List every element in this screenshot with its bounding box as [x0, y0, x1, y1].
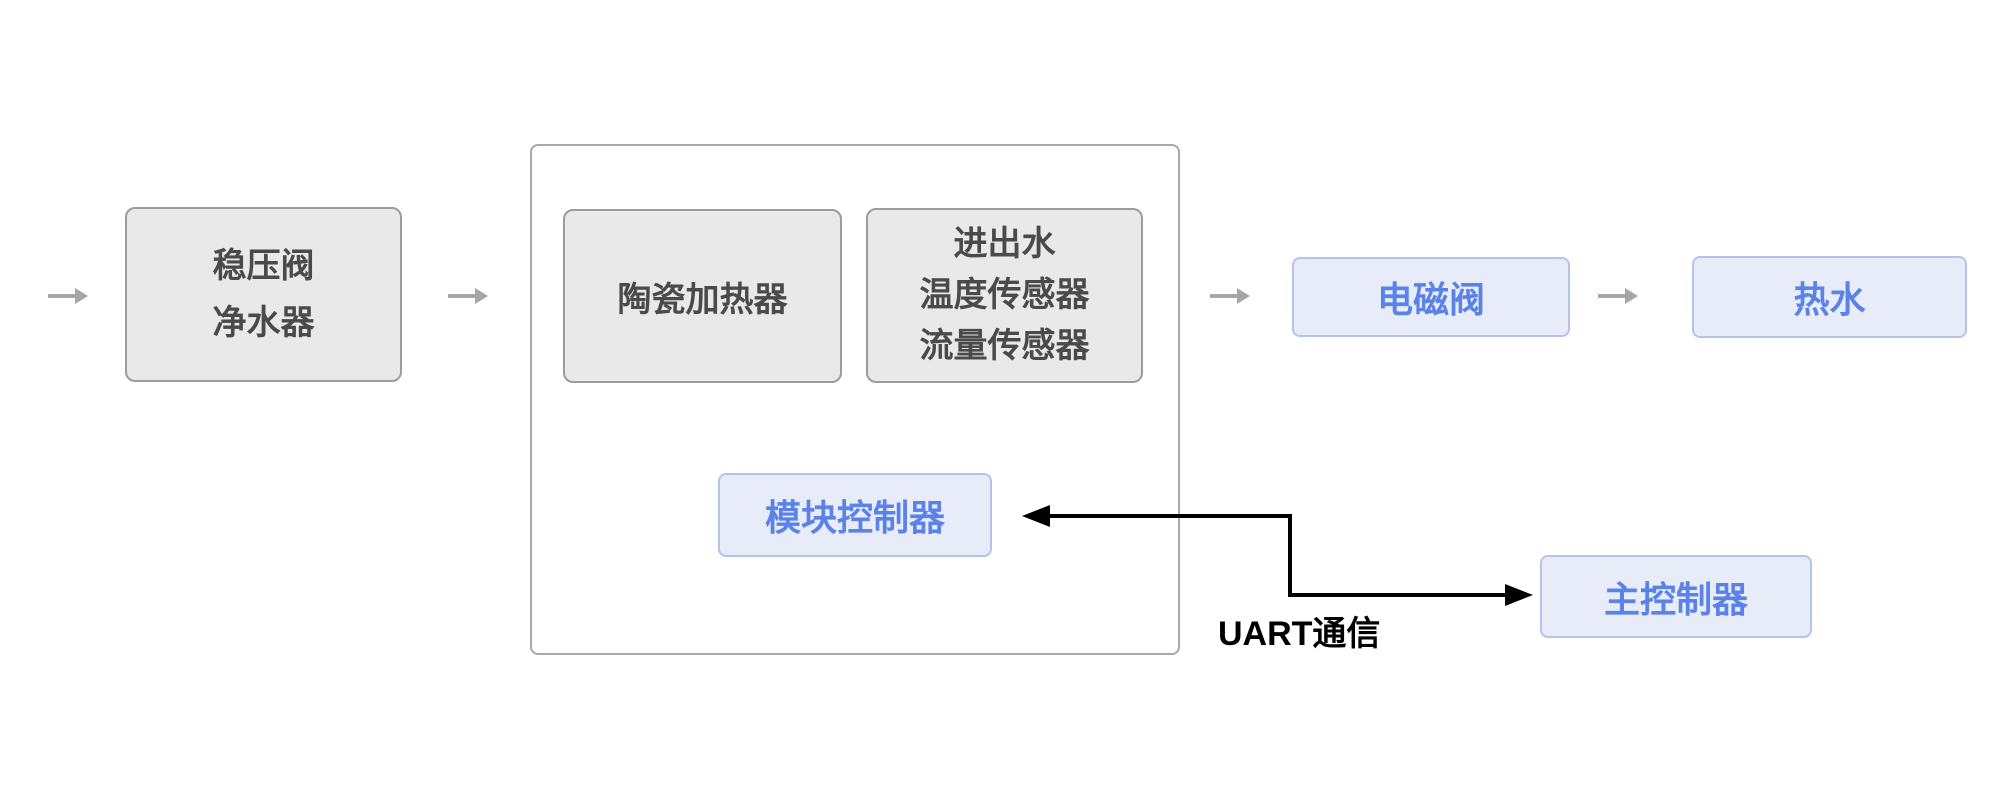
- node-solenoid-valve: 电磁阀: [1292, 257, 1570, 337]
- node-label-line: 稳压阀: [212, 246, 315, 285]
- node-label-line: 温度传感器: [919, 276, 1090, 314]
- node-label-line: 净水器: [212, 303, 315, 342]
- node-label: 模块控制器: [764, 497, 945, 538]
- node-label: 热水: [1793, 279, 1866, 320]
- node-label-line: 进出水: [953, 225, 1056, 263]
- node-ceramic-heater: 陶瓷加热器: [563, 209, 842, 383]
- node-hot-water: 热水: [1692, 256, 1967, 338]
- uart-label: UART通信: [1218, 615, 1381, 653]
- node-module-controller: 模块控制器: [718, 473, 992, 557]
- node-label: 电磁阀: [1376, 279, 1485, 320]
- uart-connector-arrow-icon: [1022, 505, 1533, 606]
- flow-arrow-icon: [1598, 288, 1638, 304]
- node-pressure-valve-purifier: 稳压阀 净水器: [125, 207, 402, 382]
- flow-arrow-icon: [1210, 288, 1250, 304]
- node-main-controller: 主控制器: [1540, 555, 1812, 638]
- node-label-line: 流量传感器: [919, 327, 1090, 365]
- flow-arrow-icon: [448, 288, 488, 304]
- flow-arrow-icon: [48, 288, 88, 304]
- node-label: 主控制器: [1603, 578, 1748, 620]
- node-water-sensors: 进出水 温度传感器 流量传感器: [866, 208, 1143, 383]
- node-label: 陶瓷加热器: [617, 280, 788, 319]
